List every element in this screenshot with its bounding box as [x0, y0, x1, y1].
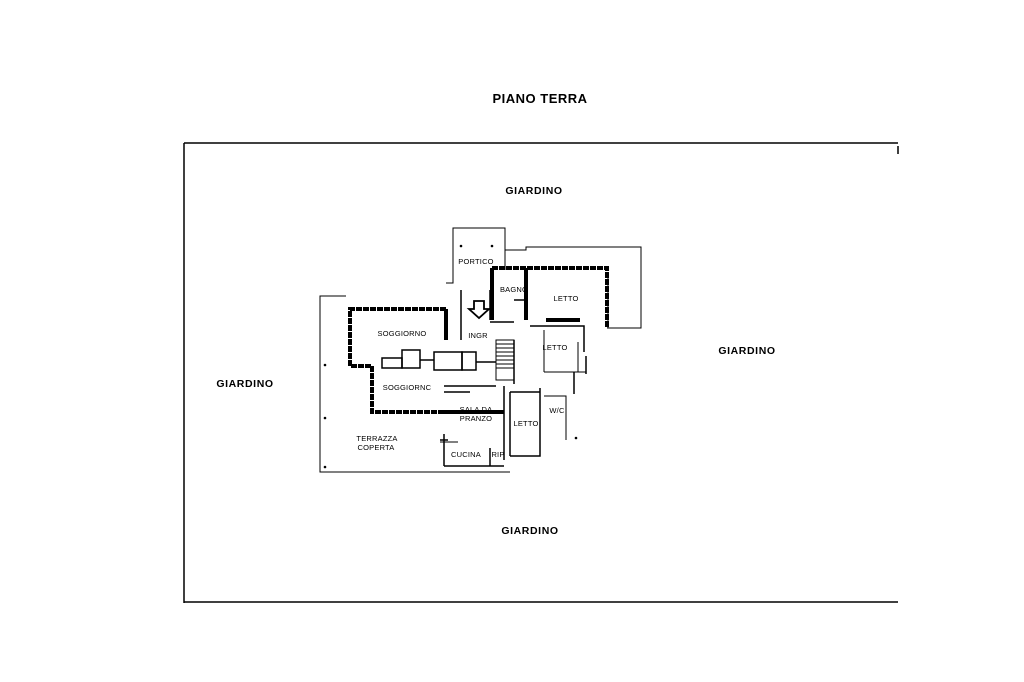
- room-label-sala-pranzo-2: PRANZO: [460, 414, 492, 423]
- room-label-sala-pranzo-1: SALA DA: [460, 405, 493, 414]
- plan-title: PIANO TERRA: [492, 91, 587, 106]
- property-boundary: [183, 142, 899, 603]
- room-label-soggiorno-2: SOGGIORNC: [383, 383, 432, 392]
- garden-label-north: GIARDINO: [505, 185, 562, 197]
- room-label-soggiorno-1: SOGGIORNO: [378, 329, 427, 338]
- garden-label-east: GIARDINO: [718, 345, 775, 357]
- room-label-cucina: CUCINA: [451, 450, 481, 459]
- entrance-arrow-icon: [466, 300, 492, 320]
- room-label-letto-2: LETTO: [542, 343, 567, 352]
- room-label-letto-3: LETTO: [513, 419, 538, 428]
- garden-label-south: GIARDINO: [501, 525, 558, 537]
- room-label-rip: RIP: [491, 450, 504, 459]
- room-label-wc: W/C: [549, 406, 565, 415]
- stairs: [495, 339, 515, 384]
- garden-label-west: GIARDINO: [216, 378, 273, 390]
- room-label-terrazza-2: COPERTA: [358, 443, 395, 452]
- room-label-ingresso: INGR: [468, 331, 488, 340]
- room-label-bagno: BAGNO: [500, 285, 528, 294]
- room-label-letto-1: LETTO: [553, 294, 578, 303]
- room-label-terrazza-1: TERRAZZA: [356, 434, 397, 443]
- room-label-portico: PORTICO: [458, 257, 493, 266]
- house-plan: [319, 227, 642, 473]
